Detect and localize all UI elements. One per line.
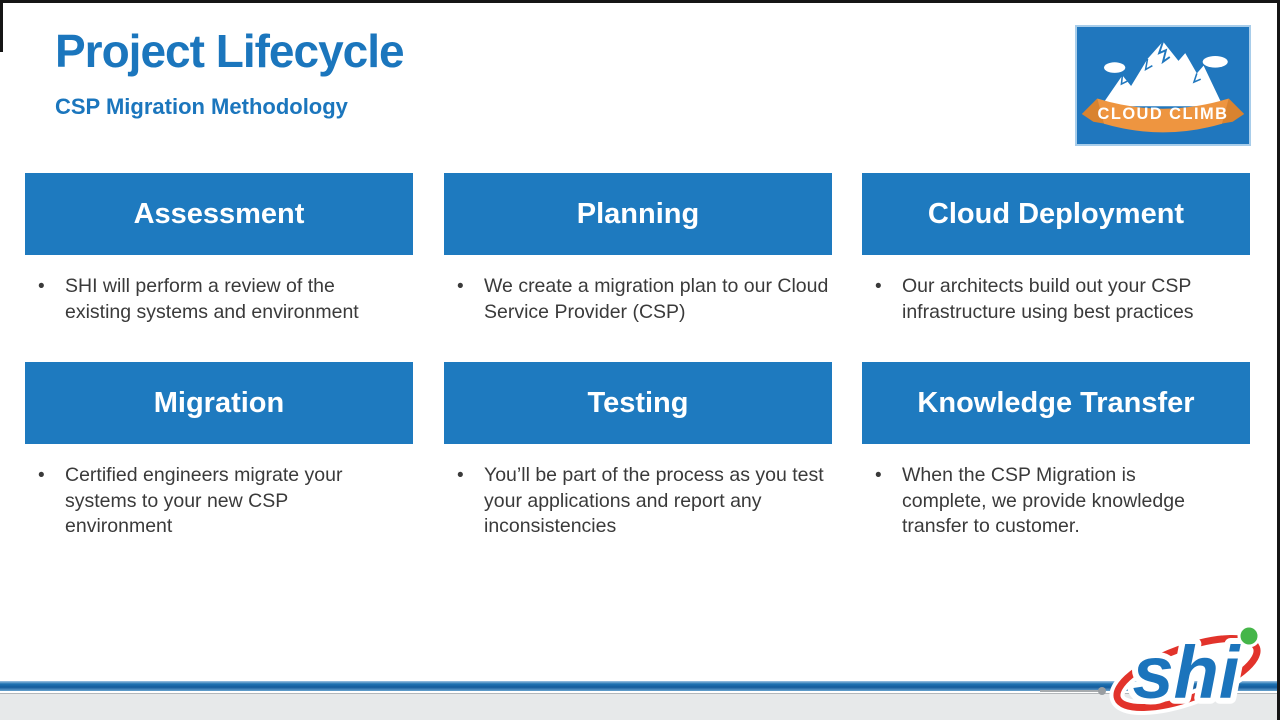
bullet-text: Certified engineers migrate your systems…	[65, 464, 343, 538]
card-planning: Planning • We create a migration plan to…	[444, 173, 832, 325]
bullet-icon: •	[875, 276, 882, 297]
card-bullet: • When the CSP Migration is complete, we…	[862, 463, 1250, 540]
shi-logo: shi	[1098, 615, 1276, 717]
card-bullet: • SHI will perform a review of the exist…	[25, 274, 413, 325]
footer-tick-line	[1040, 690, 1102, 692]
bullet-icon: •	[38, 465, 45, 486]
page-title: Project Lifecycle	[55, 25, 405, 77]
frame-edge-right	[1277, 0, 1280, 720]
bullet-icon: •	[38, 276, 45, 297]
bullet-text: When the CSP Migration is complete, we p…	[902, 464, 1185, 538]
ribbon-banner: CLOUD CLIMB	[1081, 98, 1245, 133]
cloud-icon	[1104, 56, 1228, 73]
page-subtitle: CSP Migration Methodology	[55, 94, 348, 119]
shi-logo-graphic: shi	[1109, 624, 1265, 717]
footer-accent-bar	[0, 681, 1280, 691]
cloud-climb-label: CLOUD CLIMB	[1098, 105, 1229, 123]
card-title-banner: Planning	[444, 173, 832, 255]
cloud-climb-logo: CLOUD CLIMB	[1075, 25, 1251, 146]
bullet-text: You’ll be part of the process as you tes…	[484, 464, 824, 538]
bullet-icon: •	[875, 465, 882, 486]
shi-green-dot-icon	[1237, 624, 1261, 648]
card-title: Testing	[587, 386, 689, 419]
footer-tick-dot	[1098, 687, 1106, 695]
card-title: Knowledge Transfer	[917, 386, 1195, 419]
card-title: Migration	[153, 386, 285, 419]
cloud-climb-graphic: CLOUD CLIMB	[1081, 41, 1245, 133]
card-assessment: Assessment • SHI will perform a review o…	[25, 173, 413, 325]
footer-gray-band	[0, 693, 1280, 720]
card-title-banner: Assessment	[25, 173, 413, 255]
card-title: Assessment	[133, 197, 305, 230]
card-bullet: • You’ll be part of the process as you t…	[444, 463, 832, 540]
mountains-icon	[1101, 41, 1223, 107]
card-bullet: • Certified engineers migrate your syste…	[25, 463, 413, 540]
card-bullet: • We create a migration plan to our Clou…	[444, 274, 832, 325]
shi-wordmark: shi	[1133, 631, 1241, 714]
card-title: Planning	[576, 197, 700, 230]
frame-edge-left	[0, 0, 3, 52]
card-bullet: • Our architects build out your CSP infr…	[862, 274, 1250, 325]
card-title-banner: Migration	[25, 362, 413, 444]
bullet-icon: •	[457, 465, 464, 486]
bullet-icon: •	[457, 276, 464, 297]
frame-edge-top	[0, 0, 1280, 3]
card-title: Cloud Deployment	[927, 197, 1185, 230]
bullet-text: We create a migration plan to our Cloud …	[484, 275, 829, 323]
card-knowledge-transfer: Knowledge Transfer • When the CSP Migrat…	[862, 362, 1250, 540]
card-cloud-deployment: Cloud Deployment • Our architects build …	[862, 173, 1250, 325]
card-title-banner: Cloud Deployment	[862, 173, 1250, 255]
bullet-text: Our architects build out your CSP infras…	[902, 275, 1194, 323]
bullet-text: SHI will perform a review of the existin…	[65, 275, 359, 323]
card-testing: Testing • You’ll be part of the process …	[444, 362, 832, 540]
card-title-banner: Testing	[444, 362, 832, 444]
card-title-banner: Knowledge Transfer	[862, 362, 1250, 444]
card-migration: Migration • Certified engineers migrate …	[25, 362, 413, 540]
shi-swoosh-icon	[1109, 630, 1265, 716]
